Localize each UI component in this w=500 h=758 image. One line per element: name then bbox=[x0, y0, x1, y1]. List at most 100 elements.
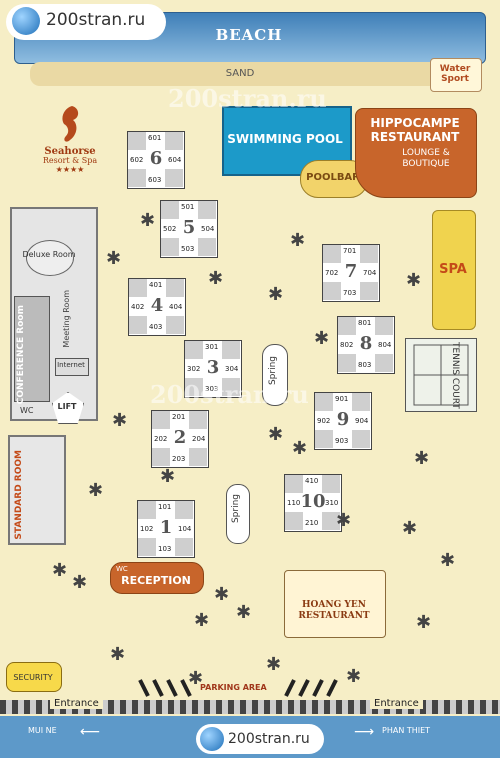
entrance-left: Entrance bbox=[50, 698, 103, 709]
block-7: 7 701 702 704 703 bbox=[322, 244, 380, 302]
water-sport-line2: Sport bbox=[441, 74, 469, 84]
beach-label: BEACH bbox=[215, 26, 283, 44]
standard-room-building bbox=[8, 435, 66, 545]
palm-tree-icon: ✱ bbox=[140, 210, 156, 231]
parking-stripes-left-icon bbox=[138, 679, 192, 697]
spa-building bbox=[432, 210, 476, 330]
entrance-right: Entrance bbox=[370, 698, 423, 709]
site-logo-text[interactable]: 200stran.ru bbox=[228, 731, 310, 747]
security-label: SECURITY bbox=[13, 673, 53, 682]
palm-tree-icon: ✱ bbox=[208, 268, 224, 289]
hoang-yen-line2: RESTAURANT bbox=[298, 611, 370, 621]
conference-room bbox=[14, 296, 50, 402]
hippocampe-line2: RESTAURANT bbox=[370, 130, 460, 144]
hoang-yen-line1: HOANG YEN bbox=[302, 600, 366, 610]
palm-tree-icon: ✱ bbox=[268, 284, 284, 305]
room-number: 601 bbox=[148, 134, 162, 142]
room-number: 110 bbox=[287, 499, 301, 507]
tennis-court-label: TENNIS COURT bbox=[450, 342, 460, 409]
block-9: 9 901 902 904 903 bbox=[314, 392, 372, 450]
room-number: 210 bbox=[305, 519, 319, 527]
site-logo-text[interactable]: 200stran.ru bbox=[46, 10, 146, 30]
room-number: 801 bbox=[358, 319, 372, 327]
wc-label: WC bbox=[20, 406, 34, 415]
arrow-left-icon: ⟵ bbox=[80, 724, 101, 740]
block-number: 1 bbox=[159, 517, 173, 538]
conference-room-label: CONFERENCE Room bbox=[16, 305, 46, 404]
globe-icon bbox=[200, 727, 224, 751]
hippocampe-sub1: LOUNGE & bbox=[402, 148, 450, 158]
spring-2-label: Spring bbox=[231, 494, 241, 524]
block-number: 3 bbox=[206, 357, 220, 378]
hoang-yen-restaurant bbox=[284, 570, 386, 638]
room-number: 101 bbox=[158, 503, 172, 511]
block-number: 10 bbox=[300, 491, 326, 512]
palm-tree-icon: ✱ bbox=[268, 424, 284, 445]
room-number: 201 bbox=[172, 413, 186, 421]
direction-mui-ne: MUI NE bbox=[28, 726, 57, 735]
sand-area bbox=[30, 62, 450, 86]
room-number: 604 bbox=[168, 156, 182, 164]
palm-tree-icon: ✱ bbox=[188, 668, 204, 689]
reception-wc-label: WC bbox=[116, 565, 128, 573]
room-number: 803 bbox=[358, 361, 372, 369]
block-number: 9 bbox=[336, 409, 350, 430]
palm-tree-icon: ✱ bbox=[110, 644, 126, 665]
room-number: 603 bbox=[148, 176, 162, 184]
room-number: 203 bbox=[172, 455, 186, 463]
block-number: 4 bbox=[150, 295, 164, 316]
palm-tree-icon: ✱ bbox=[416, 612, 432, 633]
sand-label: SAND bbox=[225, 68, 255, 79]
tennis-court-lines-icon bbox=[413, 344, 469, 406]
block-5: 5 501 502 504 503 bbox=[160, 200, 218, 258]
parking-stripes-right-icon bbox=[284, 679, 338, 697]
room-number: 903 bbox=[335, 437, 349, 445]
room-number: 204 bbox=[192, 435, 206, 443]
room-number: 202 bbox=[154, 435, 168, 443]
meeting-room-label: Meeting Room bbox=[62, 290, 71, 348]
room-number: 403 bbox=[149, 323, 163, 331]
block-3: 3 301 302 304 303 bbox=[184, 340, 242, 398]
standard-room-label: STANDARD ROOM bbox=[14, 450, 24, 540]
brand-stars: ★★★★ bbox=[55, 165, 85, 174]
reception-label: RECEPTION bbox=[121, 574, 191, 587]
block-4: 4 401 402 404 403 bbox=[128, 278, 186, 336]
conference-line1: CONFERENCE bbox=[16, 336, 26, 405]
hippocampe-title: HIPPOCAMPE RESTAURANT bbox=[355, 116, 475, 144]
room-number: 503 bbox=[181, 245, 195, 253]
palm-tree-icon: ✱ bbox=[214, 584, 230, 605]
room-number: 502 bbox=[163, 225, 177, 233]
room-number: 501 bbox=[181, 203, 195, 211]
internet-room bbox=[55, 358, 89, 376]
swimming-pool-label: SWIMMING POOL bbox=[227, 132, 343, 146]
palm-tree-icon: ✱ bbox=[440, 550, 456, 571]
room-number: 701 bbox=[343, 247, 357, 255]
room-number: 901 bbox=[335, 395, 349, 403]
brand-name: Seahorse bbox=[44, 146, 96, 157]
watermark-text: 200stran.ru bbox=[168, 84, 327, 113]
palm-tree-icon: ✱ bbox=[160, 466, 176, 487]
reception-building bbox=[110, 562, 204, 594]
room-number: 904 bbox=[355, 417, 369, 425]
spring-2 bbox=[226, 484, 250, 544]
palm-tree-icon: ✱ bbox=[194, 610, 210, 631]
security-booth bbox=[6, 662, 62, 692]
room-number: 304 bbox=[225, 365, 239, 373]
palm-tree-icon: ✱ bbox=[292, 438, 308, 459]
palm-tree-icon: ✱ bbox=[52, 560, 68, 581]
block-8: 8 801 802 804 803 bbox=[337, 316, 395, 374]
palm-tree-icon: ✱ bbox=[414, 448, 430, 469]
globe-icon bbox=[12, 7, 40, 35]
palm-tree-icon: ✱ bbox=[402, 518, 418, 539]
hippocampe-sub2: BOUTIQUE bbox=[402, 159, 450, 169]
direction-phan-thiet: PHAN THIET bbox=[382, 726, 431, 735]
water-sport-line1: Water bbox=[439, 64, 471, 74]
palm-tree-icon: ✱ bbox=[314, 328, 330, 349]
spring-1 bbox=[262, 344, 288, 406]
room-number: 602 bbox=[130, 156, 144, 164]
internet-label: Internet bbox=[57, 361, 85, 369]
block-number: 6 bbox=[149, 148, 163, 169]
room-number: 404 bbox=[169, 303, 183, 311]
palm-tree-icon: ✱ bbox=[72, 572, 88, 593]
room-number: 303 bbox=[205, 385, 219, 393]
